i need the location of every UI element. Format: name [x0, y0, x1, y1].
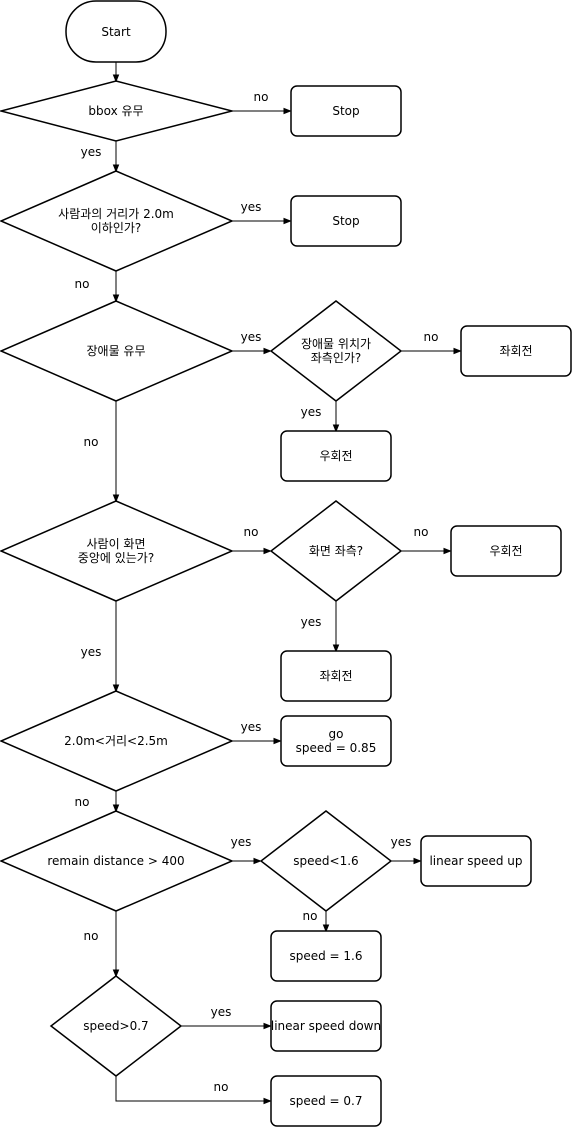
stop-2-label: Stop — [332, 214, 359, 228]
decision-distance-line2: 이하인가? — [91, 221, 142, 235]
speed-1-6-label: speed = 1.6 — [289, 949, 362, 963]
label-screenleft-no: no — [414, 525, 429, 539]
edge-speed07-set — [115, 1076, 270, 1101]
process-turn-left-1: 좌회전 — [460, 325, 572, 377]
decision-remain-distance: remain distance > 400 — [0, 810, 234, 912]
label-obst-yes: yes — [241, 330, 262, 344]
decision-obstacle-position: 장애물 위치가 좌측인가? — [269, 300, 403, 402]
decision-bbox: bbox 유무 — [0, 80, 235, 142]
decision-range-label: 2.0m<거리<2.5m — [64, 734, 168, 748]
process-linear-speed-down: linear speed down — [270, 1000, 382, 1052]
decision-center: 사람이 화면 중앙에 있는가? — [0, 500, 234, 602]
label-center-no: no — [244, 525, 259, 539]
decision-obstacle-label: 장애물 유무 — [86, 344, 145, 358]
process-go: go speed = 0.85 — [280, 715, 392, 767]
decision-speed-0-7: speed>0.7 — [49, 975, 183, 1077]
label-speed07-no: no — [214, 1080, 229, 1094]
process-turn-right-2: 우회전 — [450, 525, 562, 577]
start-terminator: Start — [65, 0, 167, 63]
decision-obstacle-position-line1: 장애물 위치가 — [301, 337, 371, 351]
go-line1: go — [329, 727, 344, 741]
label-remain-no: no — [84, 929, 99, 943]
decision-speed-0-7-label: speed>0.7 — [83, 1019, 148, 1033]
label-range-yes: yes — [241, 720, 262, 734]
turn-right-1-label: 우회전 — [319, 449, 352, 463]
label-speed16-no: no — [303, 909, 318, 923]
decision-distance-line1: 사람과의 거리가 2.0m — [58, 207, 174, 221]
linear-speed-up-label: linear speed up — [429, 854, 522, 868]
process-turn-right-1: 우회전 — [280, 430, 392, 482]
label-obstpos-no: no — [424, 330, 439, 344]
stop-1-label: Stop — [332, 104, 359, 118]
decision-speed-1-6: speed<1.6 — [259, 810, 393, 912]
decision-screen-left: 화면 좌측? — [269, 500, 403, 602]
decision-range: 2.0m<거리<2.5m — [0, 690, 234, 792]
turn-left-2-label: 좌회전 — [319, 669, 352, 683]
process-stop-2: Stop — [290, 195, 402, 247]
label-speed07-yes: yes — [211, 1005, 232, 1019]
process-linear-speed-up: linear speed up — [420, 835, 532, 887]
label-dist-no: no — [75, 277, 90, 291]
process-speed-1-6: speed = 1.6 — [270, 930, 382, 982]
turn-right-2-label: 우회전 — [489, 544, 522, 558]
speed-0-7-label: speed = 0.7 — [289, 1094, 362, 1108]
decision-obstacle: 장애물 유무 — [0, 300, 234, 402]
label-speed16-yes: yes — [391, 835, 412, 849]
turn-left-1-label: 좌회전 — [499, 344, 532, 358]
edge-labels: no yes yes no yes no no yes no yes no ye… — [75, 90, 439, 1094]
label-range-no: no — [75, 795, 90, 809]
label-obst-no: no — [84, 435, 99, 449]
process-stop-1: Stop — [290, 85, 402, 137]
label-bbox-yes: yes — [81, 145, 102, 159]
label-screenleft-yes: yes — [301, 615, 322, 629]
decision-center-line2: 중앙에 있는가? — [78, 551, 154, 565]
decision-speed-1-6-label: speed<1.6 — [293, 854, 358, 868]
label-obstpos-yes: yes — [301, 405, 322, 419]
decision-remain-distance-label: remain distance > 400 — [47, 854, 184, 868]
go-line2: speed = 0.85 — [296, 741, 377, 755]
decision-obstacle-position-line2: 좌측인가? — [311, 351, 362, 365]
process-speed-0-7: speed = 0.7 — [270, 1075, 382, 1127]
label-dist-yes: yes — [241, 200, 262, 214]
decision-distance: 사람과의 거리가 2.0m 이하인가? — [0, 170, 234, 272]
edges — [116, 62, 460, 1101]
decision-center-line1: 사람이 화면 — [86, 537, 145, 551]
process-turn-left-2: 좌회전 — [280, 650, 392, 702]
start-label: Start — [101, 25, 131, 39]
label-bbox-no: no — [254, 90, 269, 104]
decision-bbox-label: bbox 유무 — [88, 104, 143, 118]
label-remain-yes: yes — [231, 835, 252, 849]
linear-speed-down-label: linear speed down — [271, 1019, 381, 1033]
label-center-yes: yes — [81, 645, 102, 659]
decision-screen-left-label: 화면 좌측? — [309, 544, 363, 558]
